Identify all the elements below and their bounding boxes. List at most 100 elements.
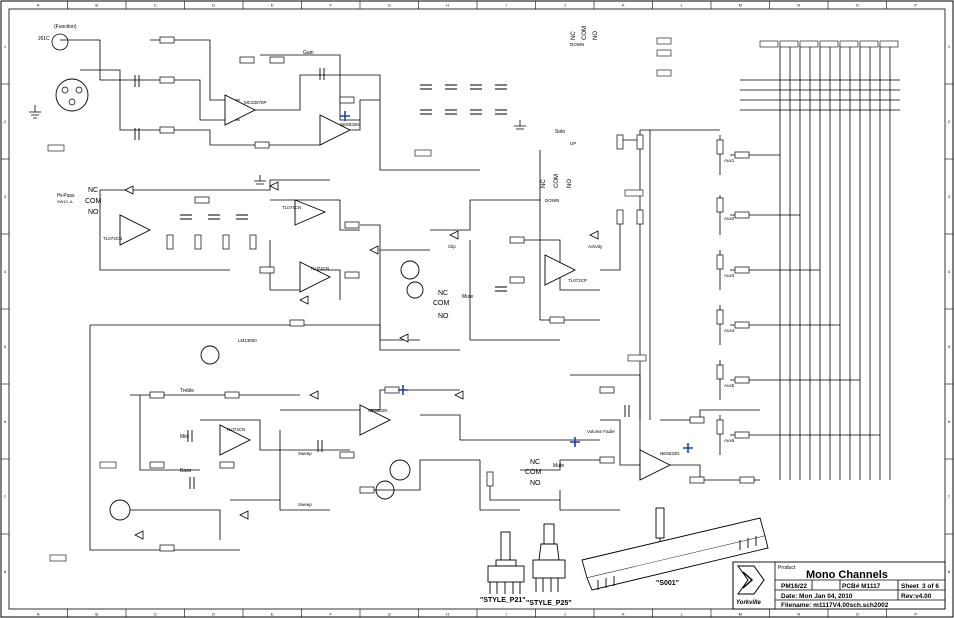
column-ref-bottom-f: F: [330, 612, 333, 617]
fader-drawing: [581, 507, 769, 591]
top-com-label: COM: [582, 26, 588, 40]
column-ref-bottom-j: J: [564, 612, 566, 617]
xlr-function-label: (Function): [54, 24, 77, 30]
aux5-label: Aux5: [724, 383, 735, 388]
row-ref-right-5: 5: [948, 344, 951, 349]
pcb-number: PCB# M1117: [842, 583, 881, 590]
sheet-number: 3 of 6: [922, 583, 939, 590]
u14a-label: NE5532N: [368, 408, 388, 413]
model-number: PM16/22: [781, 583, 807, 590]
column-ref-bottom-g: G: [388, 612, 391, 617]
row-ref-right-8: 8: [948, 569, 951, 574]
u1a-label: MC33078P: [244, 100, 267, 105]
top-no-label: NO: [593, 31, 599, 40]
column-ref-bottom-k: K: [622, 612, 625, 617]
column-ref-top-e: E: [271, 3, 274, 8]
solo-switch: Solo DOWN UP NC COM NO: [541, 129, 576, 203]
row-ref-right-1: 1: [948, 44, 951, 49]
solo-no-label: NO: [567, 179, 573, 188]
u1b-label: NE5532N: [340, 122, 360, 127]
aux3-label: Aux3: [724, 273, 735, 278]
main-no-label: NO: [530, 480, 541, 487]
u7-label: TL074CN: [226, 427, 245, 432]
column-ref-top-d: D: [212, 3, 215, 8]
pot-p21-label: "STYLE_P21": [480, 597, 526, 604]
solo-com-label: COM: [554, 174, 560, 188]
column-ref-top-f: F: [330, 3, 333, 8]
column-ref-top-a: A: [37, 3, 40, 8]
hi-pass-ref-label: SW1C-A: [57, 199, 73, 204]
xlr-ref-label: J61C: [38, 36, 50, 42]
top-down-label: DOWN: [570, 42, 584, 47]
row-ref-right-3: 3: [948, 194, 951, 199]
hi-pass-com-label: COM: [85, 198, 102, 205]
gain-label: Gain: [303, 50, 314, 56]
row-ref-left-1: 1: [4, 44, 7, 49]
column-ref-bottom-b: B: [95, 612, 98, 617]
hi-pass-switch: Hi-Pass SW1C-A NC COM NO: [57, 187, 102, 216]
u13-label: TL074CN: [310, 266, 329, 271]
main-mute-label: Mute: [553, 463, 564, 469]
row-ref-right-2: 2: [948, 119, 951, 124]
column-ref-top-g: G: [388, 3, 391, 8]
u15b-label: TL072CP: [568, 278, 587, 283]
mute-label: Mute: [462, 294, 473, 300]
column-ref-bottom-m: M: [739, 612, 742, 617]
aux2-label: Aux2: [724, 216, 735, 221]
column-ref-bottom-c: C: [154, 612, 157, 617]
treble-label: Treble: [180, 388, 194, 394]
sheet-date: Date: Mon Jan 04, 2010: [781, 593, 853, 600]
yorkville-logo: Yorkville: [736, 565, 765, 606]
sheet-title: Mono Channels: [806, 569, 888, 581]
column-ref-top-l: L: [681, 3, 684, 8]
activity-label: Activity: [588, 244, 603, 249]
sheet-label: Sheet: [901, 583, 920, 590]
row-ref-left-6: 6: [4, 419, 7, 424]
fader-label: "S001": [656, 580, 679, 587]
column-ref-top-o: O: [856, 3, 859, 8]
top-nc-label: NC: [571, 31, 577, 40]
column-ref-top-n: N: [797, 3, 800, 8]
solo-nc-label: NC: [541, 179, 547, 188]
main-switch: NC COM NO Mute: [525, 459, 564, 487]
xlr-input: J61C (Function): [38, 24, 89, 112]
row-ref-left-8: 8: [4, 569, 7, 574]
op-amps: [119, 94, 672, 481]
bass-label: Bass: [180, 468, 192, 474]
solo-up-label: UP: [570, 141, 576, 146]
sweep-label-2: Sweep: [298, 502, 312, 507]
sheet-border-inner: [8, 8, 946, 610]
top-switch: NC COM NO DOWN: [570, 26, 599, 47]
column-ref-top-i: I: [506, 3, 507, 8]
xlr-jack-symbol: [55, 78, 89, 112]
solo-label: Solo: [555, 129, 565, 135]
mute-no-label: NO: [438, 313, 449, 320]
hi-pass-nc-label: NC: [88, 187, 98, 194]
clip-label: Clip: [448, 244, 456, 249]
row-ref-left-3: 3: [4, 194, 7, 199]
main-nc-label: NC: [530, 459, 540, 466]
column-ref-top-b: B: [95, 3, 98, 8]
column-ref-top-j: J: [564, 3, 566, 8]
filename: Filename: m1117V4.00sch.sch2002: [781, 602, 889, 609]
row-ref-left-4: 4: [4, 269, 7, 274]
wiring: [60, 39, 900, 551]
ground-symbols: [29, 105, 526, 185]
row-ref-left-5: 5: [4, 344, 7, 349]
diodes: [124, 181, 599, 540]
sweep-label: Sweep: [298, 451, 312, 456]
mute-com-label: COM: [433, 300, 450, 307]
column-ref-bottom-p: P: [914, 612, 917, 617]
u17-label: LM13600: [238, 338, 257, 343]
column-ref-bottom-n: N: [797, 612, 800, 617]
aux-pots: Aux1 Aux2 Aux3 Aux4 Aux5 Aux6: [724, 158, 735, 443]
capacitors: [134, 68, 630, 489]
mute-nc-label: NC: [438, 290, 448, 297]
revision: Rev:v4.00: [901, 593, 932, 600]
hi-pass-label: Hi-Pass: [57, 193, 75, 199]
xlr-jack-symbol-top: [51, 33, 69, 51]
column-ref-top-p: P: [914, 3, 917, 8]
hi-pass-no-label: NO: [88, 209, 99, 216]
pot-p25-drawing: [532, 523, 566, 592]
u16-label: TL074CN: [282, 205, 301, 210]
